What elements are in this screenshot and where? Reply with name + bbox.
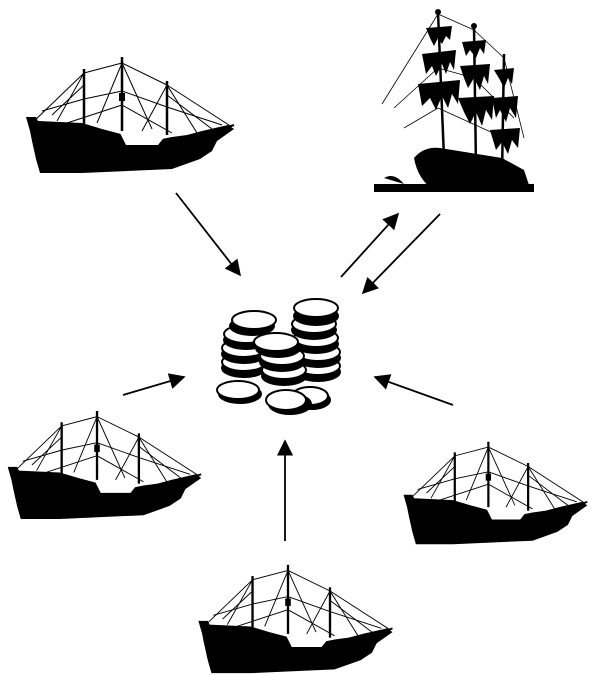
arrow-ship-left-to-treasure [123,377,184,395]
arrow-shipwreck-to-treasure [363,214,440,293]
arrow-ship-right-to-treasure [375,377,453,405]
arrow-ship-top-left-to-treasure [176,193,240,275]
arrow-treasure-to-shipwreck [341,214,398,277]
